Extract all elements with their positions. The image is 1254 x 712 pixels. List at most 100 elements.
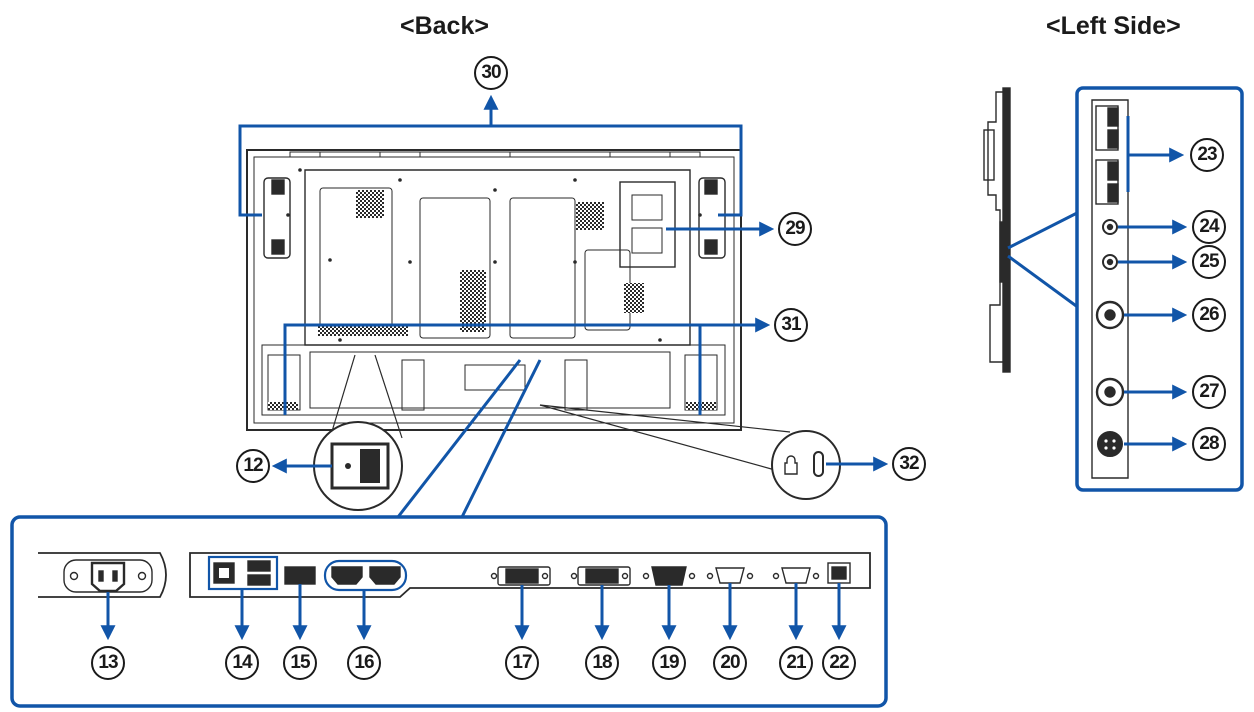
- terminal-bracket-1: [401, 359, 425, 411]
- kensington-zoom: [539, 404, 889, 500]
- lower-terminal-area: [261, 344, 726, 416]
- serial-port-2: [781, 567, 811, 584]
- callout-19: 19: [652, 646, 686, 680]
- top-tab-mid: [419, 151, 511, 158]
- monitor-back-view: [246, 149, 742, 431]
- ac-inlet-pin-1: [98, 570, 104, 582]
- callout-30-bracket: [238, 94, 743, 217]
- dvi-port-1-screw-r: [541, 572, 549, 580]
- zoom-line-12b: [374, 354, 403, 439]
- callout-27: 27: [1192, 375, 1226, 409]
- side-arrows: [1118, 116, 1188, 452]
- handle-left: [263, 177, 291, 259]
- vga-screw-l: [642, 572, 650, 580]
- side-usb-port-1: [1095, 105, 1119, 151]
- terminal-bay: [309, 351, 671, 409]
- handle-right: [698, 177, 726, 259]
- side-zoom-line-b: [1007, 254, 1080, 310]
- handle-left-grip-bottom: [271, 239, 285, 255]
- dvi-port-1-screw-l: [490, 572, 498, 580]
- callout-13: 13: [91, 646, 125, 680]
- handle-left-grip-top: [271, 179, 285, 195]
- serial-port-1: [715, 567, 745, 584]
- dvi-port-1-body: [505, 568, 539, 584]
- callout-16: 16: [347, 646, 381, 680]
- left-side-view-title: <Left Side>: [1046, 12, 1181, 40]
- callout-15: 15: [283, 646, 317, 680]
- side-usb-port-1-bottom: [1107, 129, 1119, 149]
- vent-grille-3: [460, 270, 486, 332]
- side-svideo-pin-3: [1104, 446, 1108, 450]
- lan-port-inner: [831, 566, 847, 580]
- callout-32: 32: [892, 447, 926, 481]
- vga-screw-r: [688, 572, 696, 580]
- monitor-outer-frame: [246, 149, 742, 431]
- callout-25: 25: [1192, 245, 1226, 279]
- side-rca-jack-2: [1095, 377, 1125, 407]
- usb-a-port-1: [247, 560, 271, 572]
- callout-26: 26: [1192, 298, 1226, 332]
- usb-a-port-2: [247, 574, 271, 586]
- side-rca-jack-1: [1095, 300, 1125, 330]
- zoom-funnel-right: [460, 359, 542, 518]
- side-audio-jack-1: [1102, 219, 1118, 235]
- callout-20: 20: [713, 646, 747, 680]
- serial-1-screw-r: [746, 572, 754, 580]
- vesa-bracket-window-1: [631, 194, 663, 221]
- hdmi-port-1: [331, 566, 363, 585]
- dvi-port-2-screw-l: [570, 572, 578, 580]
- hdmi-port-2: [369, 566, 401, 585]
- callout-14: 14: [225, 646, 259, 680]
- side-rca-jack-1-core: [1104, 309, 1116, 321]
- connector-arrows: [100, 583, 847, 641]
- vesa-bracket: [619, 181, 676, 268]
- kensington-slot: [813, 451, 824, 477]
- side-usb-port-2-bottom: [1107, 183, 1119, 203]
- ac-inlet-housing: [38, 552, 167, 598]
- callout-17: 17: [505, 646, 539, 680]
- vent-grille-4: [624, 283, 644, 313]
- ac-inlet-socket: [90, 561, 126, 593]
- displayport-port: [284, 566, 316, 585]
- speaker-left-vent: [268, 402, 298, 410]
- dvi-port-2-screw-r: [621, 572, 629, 580]
- side-usb-port-1-top: [1107, 107, 1119, 127]
- side-svideo-pin-1: [1104, 439, 1108, 443]
- callout-24: 24: [1192, 210, 1226, 244]
- side-usb-port-2-top: [1107, 161, 1119, 181]
- terminal-bracket-2: [564, 359, 588, 411]
- zoom-line-32b: [539, 404, 776, 471]
- ac-inlet-screw-left: [69, 571, 79, 581]
- connector-plate-outline: [189, 552, 871, 598]
- side-audio-jack-2: [1102, 254, 1118, 270]
- vent-grille-2: [576, 202, 604, 230]
- connector-panel-border: [10, 515, 888, 708]
- ac-inlet-screw-right: [137, 571, 147, 581]
- callout-30: 30: [474, 56, 508, 90]
- handle-right-grip-bottom: [704, 239, 718, 255]
- zoom-funnel-left: [396, 359, 522, 518]
- vent-grille-5: [318, 326, 408, 336]
- side-rca-jack-2-core: [1104, 386, 1116, 398]
- inner-panel-b: [419, 197, 491, 339]
- callout-28: 28: [1192, 427, 1226, 461]
- side-zoom-line-a: [1007, 210, 1080, 250]
- side-audio-jack-1-core: [1106, 223, 1114, 231]
- side-usb-port-2: [1095, 159, 1119, 205]
- ac-inlet-pin-2: [112, 570, 118, 582]
- dvi-port-2-body: [585, 568, 619, 584]
- back-view-title: <Back>: [400, 12, 489, 40]
- inner-panel-c: [509, 197, 576, 339]
- screw-holes: [286, 168, 702, 342]
- serial-2-screw-r: [812, 572, 820, 580]
- serial-1-screw-l: [706, 572, 714, 580]
- vesa-bracket-window-2: [631, 227, 663, 254]
- top-tab-left: [319, 151, 381, 158]
- usb-b-port-inner: [219, 568, 229, 578]
- callout-18: 18: [585, 646, 619, 680]
- callout-31: 31: [774, 308, 808, 342]
- vent-grille-1: [356, 190, 384, 218]
- side-strip-outline: [1091, 99, 1129, 479]
- vga-port: [651, 566, 687, 586]
